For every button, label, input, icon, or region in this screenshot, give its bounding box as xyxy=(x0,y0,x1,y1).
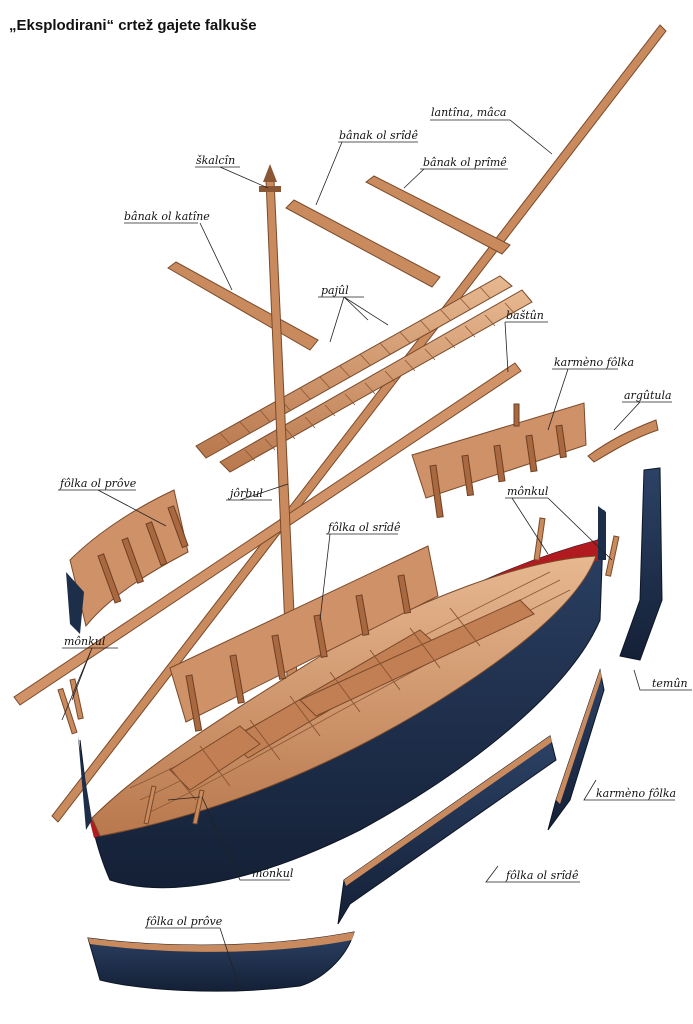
label-banak-sride: bânak ol srîdê xyxy=(339,129,419,142)
label-pajul: pajûl xyxy=(321,284,349,297)
banak-sride-thwart xyxy=(285,199,441,288)
bastun-pole xyxy=(13,362,522,706)
banak-prime-thwart xyxy=(365,175,511,255)
label-temun: temûn xyxy=(652,677,688,690)
pajul-floorboards xyxy=(195,275,533,473)
folka-prove-panel-bottom xyxy=(87,931,355,992)
label-folka-prove-bottom: fôlka ol prôve xyxy=(146,915,223,928)
temun-rudder xyxy=(619,467,663,661)
label-skalcin: škalcîn xyxy=(196,154,236,167)
label-monkul-right: mônkul xyxy=(507,485,549,498)
folka-sride-panel-bottom xyxy=(337,735,557,925)
monkul-pegs xyxy=(57,517,620,825)
label-jorbul: jôrbul xyxy=(230,487,263,500)
karmeno-folka-panel xyxy=(411,402,587,519)
leader-lines xyxy=(58,119,692,991)
folka-prove-panel-top xyxy=(66,489,189,634)
label-monkul-left: mônkul xyxy=(64,635,106,648)
karmeno-folka-panel-bottom xyxy=(547,668,605,831)
label-karmeno-folka-bottom: karmèno fôlka xyxy=(596,787,677,800)
label-argutula: argûtula xyxy=(624,389,672,402)
label-banak-prime: bânak ol prîmê xyxy=(423,156,507,169)
label-lantina: lantîna, mâca xyxy=(431,106,507,119)
label-banak-katine: bânak ol katîne xyxy=(124,210,210,223)
label-folka-sride-top: fôlka ol srîdê xyxy=(328,521,401,534)
label-folka-sride-bottom: fôlka ol srîdê xyxy=(506,869,579,882)
diagram-title: „Eksplodirani“ crtež gajete falkuše xyxy=(9,17,257,34)
label-karmeno-folka-top: karmèno fôlka xyxy=(554,356,635,369)
folka-sride-panel-top xyxy=(169,545,439,732)
banak-katine-thwart xyxy=(167,261,319,351)
label-bastun: baštûn xyxy=(506,309,544,322)
label-monkul-bottom: mônkul xyxy=(252,867,294,880)
argutula-piece xyxy=(587,419,659,463)
lantina-yard xyxy=(51,24,667,823)
main-hull xyxy=(78,506,606,889)
label-folka-prove-top: fôlka ol prôve xyxy=(60,477,137,490)
